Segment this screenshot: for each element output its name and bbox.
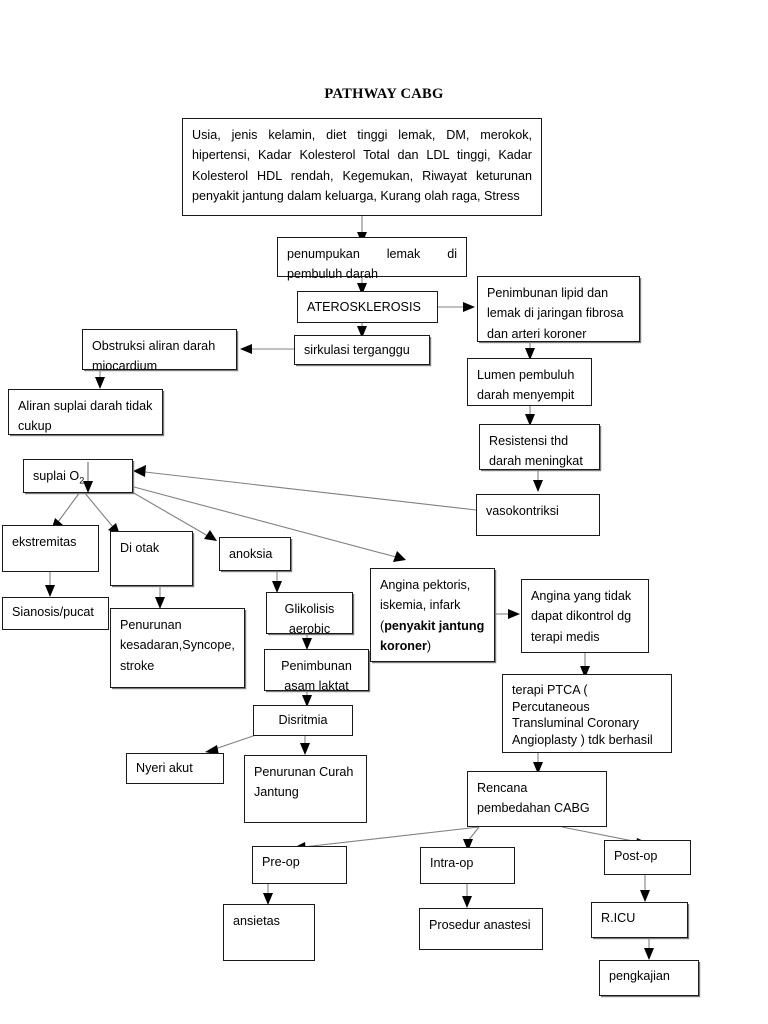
node-penimbunan-lipid: Penimbunan lipid dan lemak di jaringan f… bbox=[477, 276, 640, 342]
node-post-op: Post-op bbox=[604, 840, 691, 875]
node-nyeri-akut: Nyeri akut bbox=[126, 753, 224, 784]
node-angina-pektoris: Angina pektoris, iskemia, infark (penyak… bbox=[370, 568, 495, 662]
node-sirkulasi-terganggu: sirkulasi terganggu bbox=[294, 335, 430, 365]
node-penurunan-kesadaran: Penurunan kesadaran,Syncope, stroke bbox=[110, 608, 245, 688]
node-pengkajian: pengkajian bbox=[599, 960, 699, 996]
node-lumen-menyempit: Lumen pembuluh darah menyempit bbox=[467, 358, 592, 406]
node-risk-factors: Usia, jenis kelamin, diet tinggi lemak, … bbox=[182, 118, 542, 216]
node-vasokontriksi: vasokontriksi bbox=[476, 494, 600, 536]
node-rencana-cabg: Rencana pembedahan CABG bbox=[467, 771, 607, 827]
node-obstruksi: Obstruksi aliran darah miocardium bbox=[82, 329, 237, 373]
node-asam-laktat: Penimbunan asam laktat bbox=[264, 649, 369, 693]
node-penumpukan-lemak: penumpukan lemak di pembuluh darah bbox=[277, 237, 467, 281]
node-anoksia: anoksia bbox=[219, 537, 291, 571]
node-aterosklerosis: ATEROSKLEROSIS bbox=[297, 291, 438, 323]
node-intra-op: Intra-op bbox=[420, 847, 515, 884]
node-sianosis: Sianosis/pucat bbox=[2, 597, 109, 630]
node-resistensi: Resistensi thd darah meningkat bbox=[479, 424, 600, 470]
node-suplai-o2: suplai O2 bbox=[23, 459, 133, 493]
node-disritmia: Disritmia bbox=[253, 705, 353, 736]
node-ansietas: ansietas bbox=[223, 904, 315, 961]
node-prosedur-anastesi: Prosedur anastesi bbox=[419, 908, 543, 950]
node-r-icu: R.ICU bbox=[591, 902, 688, 938]
node-pre-op: Pre-op bbox=[252, 846, 347, 884]
angina-bold-text: penyakit jantung koroner bbox=[380, 618, 485, 654]
node-aliran-suplai: Aliran suplai darah tidak cukup bbox=[8, 389, 163, 435]
page-title: PATHWAY CABG bbox=[324, 86, 444, 102]
o2-subscript: 2 bbox=[79, 475, 85, 486]
node-terapi-ptca: terapi PTCA ( Percutaneous Transluminal … bbox=[502, 674, 672, 753]
node-penurunan-curah-jantung: Penurunan Curah Jantung bbox=[244, 755, 367, 823]
node-angina-tidak-terkontrol: Angina yang tidak dapat dikontrol dg ter… bbox=[521, 579, 649, 653]
node-di-otak: Di otak bbox=[110, 531, 193, 586]
node-ekstremitas: ekstremitas bbox=[2, 525, 99, 572]
node-glikolisis: Glikolisis aerobic bbox=[266, 592, 353, 636]
